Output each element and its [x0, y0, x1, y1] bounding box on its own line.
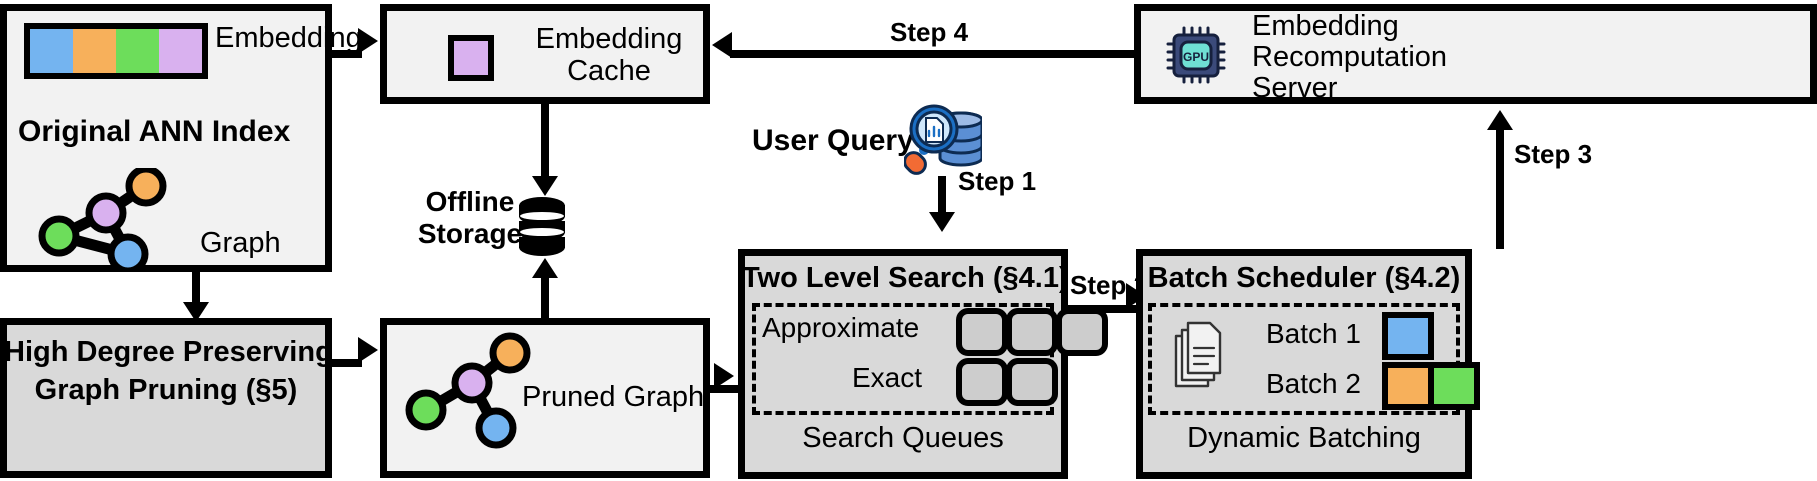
pruned-graph-icon: [405, 332, 531, 449]
pruned-graph-label: Pruned Graph: [522, 381, 705, 413]
arrow-pruning-to-pruned-head: [358, 337, 378, 363]
arrow-index-to-cache-line: [332, 50, 362, 58]
embedding-cell-green: [116, 29, 159, 73]
arrow-pruned-to-storage-line: [541, 268, 549, 326]
queue-slot[interactable]: [956, 308, 1008, 356]
dynamic-batching-footer: Dynamic Batching: [1187, 422, 1421, 454]
batch-square-blue: [1382, 312, 1434, 360]
exact-queue-slots: [956, 358, 1058, 406]
arrow-pruned-to-storage-head: [532, 258, 558, 278]
arrow-batch-to-server-line: [1496, 128, 1504, 249]
step-1-label: Step 1: [958, 166, 1037, 196]
original-graph-icon: [38, 168, 167, 268]
embedding-strip-icon: [24, 23, 208, 79]
arrow-cache-to-storage-head: [532, 176, 558, 196]
arrow-index-to-cache-head: [358, 28, 378, 54]
embedding-cache-label-line1: Embedding: [535, 23, 683, 55]
batch-square-green: [1428, 362, 1480, 410]
arrow-server-to-cache-head: [712, 32, 732, 58]
database-cylinder-icon: [519, 197, 565, 256]
user-query-label: User Query: [752, 124, 914, 157]
dynamic-batching-region: [1148, 303, 1460, 415]
graph-pruning-label-line2: Graph Pruning (§5): [34, 374, 298, 406]
graph-pruning-box: [0, 318, 332, 478]
batch-2-label: Batch 2: [1266, 368, 1361, 399]
gpu-chip-icon: GPU: [1166, 26, 1226, 84]
batch-1-label: Batch 1: [1266, 318, 1361, 349]
arrow-pruned-to-search-head: [714, 363, 734, 389]
recomputation-server-label-line1: Embedding: [1252, 10, 1399, 42]
documents-icon: [1174, 321, 1222, 388]
queue-slot[interactable]: [1056, 308, 1108, 356]
embedding-cell-blue: [30, 29, 73, 73]
embedding-cache-label-line2: Cache: [567, 55, 651, 87]
embedding-cache-box: [380, 4, 710, 104]
approximate-queue-label: Approximate: [762, 312, 920, 343]
step-4-label: Step 4: [890, 17, 969, 47]
arrow-query-to-search-line: [938, 176, 946, 222]
batch-2-squares: [1382, 362, 1480, 410]
two-level-search-title: Two Level Search (§4.1): [742, 262, 1069, 294]
original-ann-index-label: Original ANN Index: [18, 115, 291, 148]
svg-text:GPU: GPU: [1183, 50, 1209, 64]
recomputation-server-label-line3: Server: [1252, 72, 1338, 104]
search-queues-footer: Search Queues: [802, 422, 1004, 454]
recomputation-server-box: [1134, 4, 1817, 104]
queue-slot[interactable]: [1006, 358, 1058, 406]
graph-pruning-label-line1: High Degree Preserving: [4, 336, 333, 368]
embedding-label: Embedding: [215, 22, 362, 54]
search-database-icon: [904, 104, 982, 175]
batch-scheduler-title: Batch Scheduler (§4.2): [1147, 262, 1461, 294]
queue-slot[interactable]: [956, 358, 1008, 406]
embedding-cell-purple: [159, 29, 202, 73]
offline-storage-label-line1: Offline: [425, 186, 515, 217]
batch-1-squares: [1382, 312, 1434, 360]
arrow-search-to-batch-line: [1068, 305, 1136, 313]
batch-square-orange: [1382, 362, 1434, 410]
arrow-index-to-pruning-head: [183, 302, 209, 322]
arrow-pruned-to-search-line: [710, 385, 738, 393]
graph-label: Graph: [200, 227, 281, 259]
arrow-query-to-search-head: [929, 212, 955, 232]
embedding-cell-orange: [73, 29, 116, 73]
arrow-server-to-cache-line: [730, 50, 1134, 58]
embedding-square-icon: [448, 35, 494, 81]
arrow-batch-to-server-head: [1487, 110, 1513, 130]
exact-queue-label: Exact: [852, 362, 923, 393]
arrow-cache-to-storage-line: [541, 104, 549, 184]
offline-storage-label-line2: Storage: [417, 218, 523, 249]
queue-slot[interactable]: [1006, 308, 1058, 356]
approximate-queue-slots: [956, 308, 1108, 356]
step-3-label: Step 3: [1514, 139, 1593, 169]
arrow-index-to-pruning-line: [192, 272, 200, 310]
arrow-pruning-to-pruned-line: [332, 359, 362, 367]
recomputation-server-label-line2: Recomputation: [1252, 41, 1448, 73]
